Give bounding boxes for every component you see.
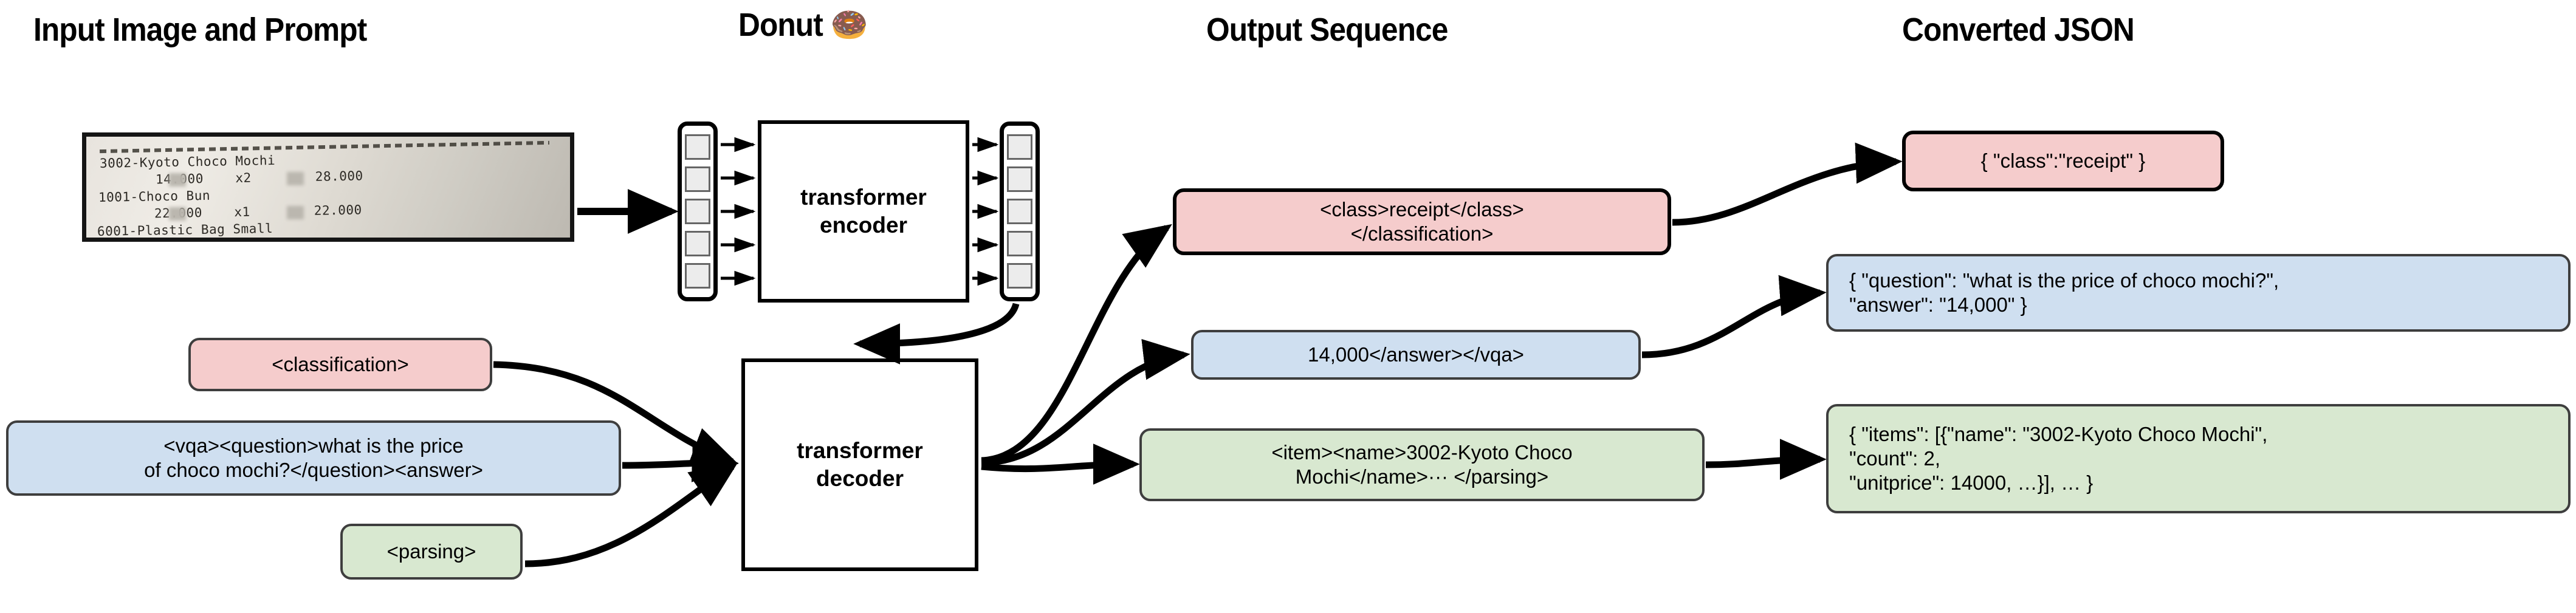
encoder-output-token — [1007, 263, 1032, 289]
encoder-output-token — [1007, 198, 1032, 224]
output-box-parsing[interactable]: <item><name>3002-Kyoto Choco Mochi</name… — [1139, 428, 1705, 501]
encoder-input-token-strip — [678, 122, 718, 301]
receipt-redaction-5 — [191, 241, 208, 242]
output-box-vqa[interactable]: 14,000</answer></vqa> — [1191, 330, 1641, 380]
encoder-output-token — [1007, 134, 1032, 160]
receipt-divider — [100, 140, 549, 154]
input-receipt-image: 3002-Kyoto Choco Mochi 14.000 x2 28.000 … — [82, 132, 574, 242]
receipt-line-4: 22.000 x1 22.000 — [98, 202, 362, 222]
column-title-donut: Donut 🍩 — [738, 7, 868, 43]
prompt-box-parsing[interactable]: <parsing> — [340, 524, 523, 580]
json-box-classification[interactable]: { "class":"receipt" } — [1902, 131, 2224, 191]
encoder-input-token — [685, 134, 710, 160]
receipt-redaction-6 — [310, 240, 327, 242]
wire-classification-output-to-json — [1672, 142, 1903, 226]
encoder-output-token — [1007, 166, 1032, 192]
receipt-redaction-4 — [287, 206, 304, 219]
receipt-redaction-3 — [169, 207, 186, 221]
encoder-input-token — [685, 198, 710, 224]
column-title-output-sequence: Output Sequence — [1206, 12, 1448, 48]
prompt-box-classification[interactable]: <classification> — [188, 338, 492, 391]
encoder-input-token — [685, 263, 710, 289]
receipt-line-2: 14.000 x2 28.000 — [99, 168, 363, 188]
prompt-box-vqa[interactable]: <vqa><question>what is the price of choc… — [6, 420, 621, 496]
encoder-input-token — [685, 231, 710, 257]
wire-vqa-prompt-to-decoder — [622, 441, 739, 482]
wire-parsing-output-to-json — [1705, 439, 1827, 480]
column-title-converted-json: Converted JSON — [1902, 12, 2135, 48]
receipt-redaction-2 — [287, 172, 304, 185]
receipt-redaction-1 — [169, 173, 186, 187]
receipt-line-3: 1001-Choco Bun — [98, 188, 211, 205]
transformer-encoder-block: transformer encoder — [758, 120, 969, 303]
wire-vqa-output-to-json — [1641, 275, 1827, 358]
transformer-decoder-block: transformer decoder — [741, 358, 978, 571]
output-box-classification[interactable]: <class>receipt</class> </classification> — [1173, 188, 1671, 255]
wire-decoder-to-parsing-output — [981, 443, 1140, 485]
encoder-output-token-strip — [1000, 122, 1040, 301]
json-box-vqa[interactable]: { "question": "what is the price of choc… — [1826, 254, 2571, 332]
encoder-input-token — [685, 166, 710, 192]
receipt-line-5: 6001-Plastic Bag Small — [97, 221, 273, 239]
encoder-output-token — [1007, 231, 1032, 257]
column-title-input-image-and-prompt: Input Image and Prompt — [33, 12, 367, 48]
json-box-parsing[interactable]: { "items": [{"name": "3002-Kyoto Choco M… — [1826, 404, 2571, 513]
receipt-line-1: 3002-Kyoto Choco Mochi — [99, 152, 276, 171]
wire-encoder-to-decoder — [853, 303, 1020, 365]
